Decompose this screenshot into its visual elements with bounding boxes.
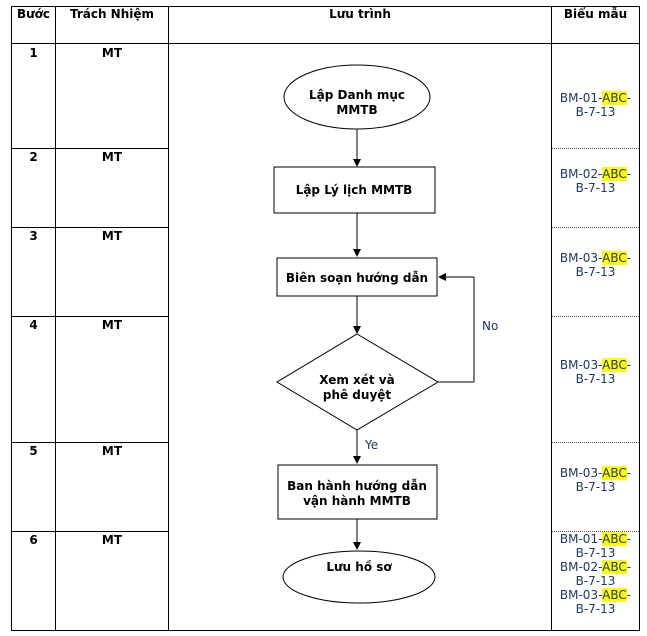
decision-label: Xem xét và [319,373,394,387]
header-bottom-border [11,43,640,44]
form-row-separator [552,227,639,228]
owner-cell: MT [101,318,123,332]
step-number: 2 [29,150,38,164]
owner-cell: MT [101,46,123,60]
process-label: Biên soạn hướng dẫn [286,271,428,285]
owner-cell: MT [101,444,123,458]
step-number: 6 [29,533,38,547]
owner-cell: MT [101,533,123,547]
process-label: vận hành MMTB [303,494,411,508]
header-responsibility: Trách Nhiệm [69,7,155,21]
form-code: BM-01-ABC- B-7-13 [559,91,632,119]
header-flow: Lưu trình [329,7,391,21]
col-border-right [639,6,640,631]
header-step: Bước [16,7,51,21]
form-row-separator [552,531,639,532]
step-number: 4 [29,318,38,332]
col-border-owner [168,6,169,631]
col-border-left [11,6,12,631]
step-number: 1 [29,46,38,60]
col-border-flow [551,6,552,631]
owner-cell: MT [101,150,123,164]
step-number: 5 [29,444,38,458]
table-top-border [11,6,640,7]
process-box [273,166,436,214]
form-code: BM-03-ABC- B-7-13 [559,358,632,386]
no-label: No [482,319,498,333]
form-code-list: BM-01-ABC- B-7-13 BM-02-ABC- B-7-13 BM-0… [559,532,632,616]
step-number: 3 [29,229,38,243]
col-border-step [55,6,56,631]
process-label: Lập Lý lịch MMTB [296,183,413,197]
form-code: BM-02-ABC- B-7-13 [559,167,632,195]
form-row-separator [552,442,639,443]
header-form: Biểu mẫu [563,7,628,21]
yes-label: Ye [364,438,378,452]
start-label: MMTB [336,103,377,117]
row-separator [11,531,169,532]
row-separator [11,148,169,149]
process-box [277,464,438,520]
form-row-separator [552,316,639,317]
process-box [276,257,438,297]
form-row-separator [552,148,639,149]
process-label: Ban hành hướng dẫn [287,479,427,493]
form-code: BM-03-ABC- B-7-13 [559,251,632,279]
table-bottom-border [11,630,640,631]
row-separator [11,316,169,317]
form-code: BM-03-ABC- B-7-13 [559,466,632,494]
end-label: Lưu hồ sơ [326,560,392,574]
owner-cell: MT [101,229,123,243]
end-terminal [282,550,436,604]
row-separator [11,227,169,228]
start-label: Lập Danh mục [309,88,405,102]
decision-label: phê duyệt [323,388,392,402]
row-separator [11,442,169,443]
